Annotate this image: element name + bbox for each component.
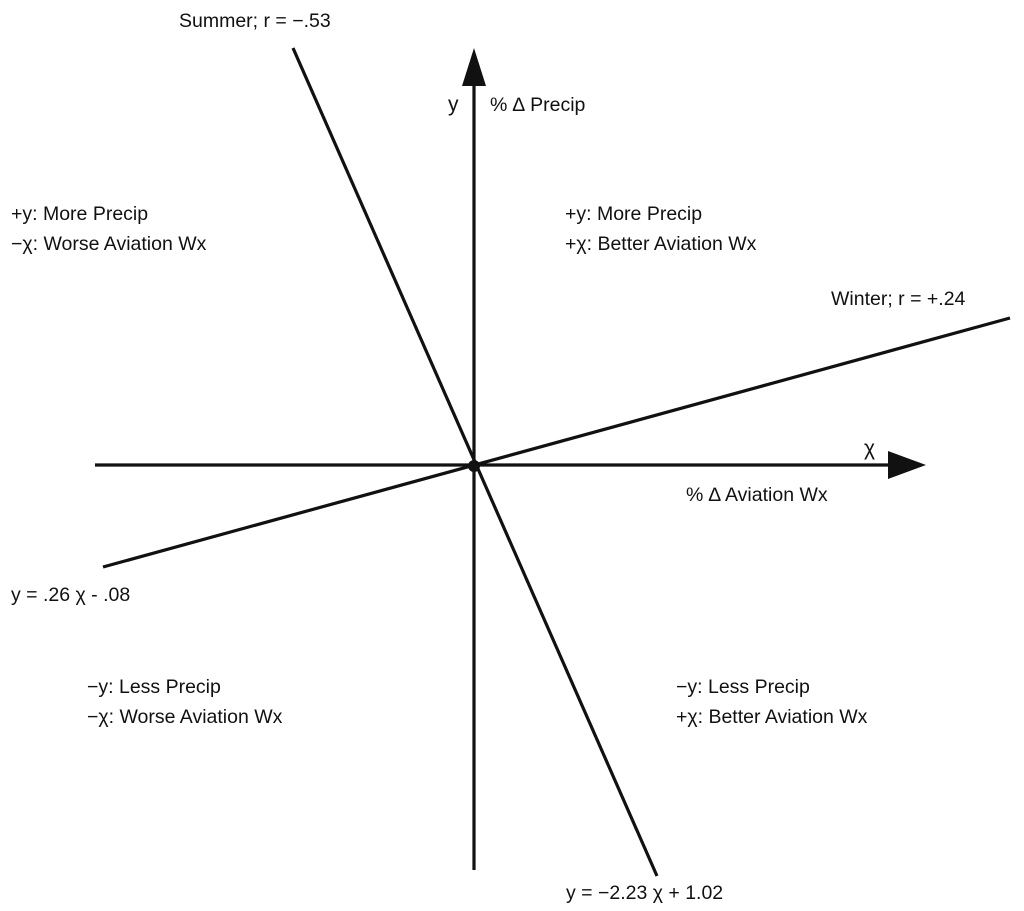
upper-left-quadrant-line1: +y: More Precip	[11, 203, 148, 225]
upper-left-quadrant-line2: −χ: Worse Aviation Wx	[11, 233, 207, 255]
x-axis-variable: χ	[864, 437, 875, 460]
lower-right-quadrant-line1: −y: Less Precip	[676, 676, 810, 698]
lower-left-quadrant-line2: −χ: Worse Aviation Wx	[87, 706, 283, 728]
x-axis-arrowhead	[888, 451, 926, 479]
winter-regression-line	[102, 316, 1011, 569]
upper-right-quadrant-line1: +y: More Precip	[565, 203, 702, 225]
lower-right-quadrant-line2: +χ: Better Aviation Wx	[676, 706, 868, 728]
winter-equation: y = .26 χ - .08	[11, 584, 130, 606]
winter-label: Winter; r = +.24	[831, 288, 966, 310]
y-axis-arrowhead	[462, 48, 486, 86]
lower-left-quadrant-line1: −y: Less Precip	[87, 676, 221, 698]
x-axis-label: % ∆ Aviation Wx	[686, 484, 828, 506]
summer-equation: y = −2.23 χ + 1.02	[566, 882, 723, 904]
upper-right-quadrant-line2: +χ: Better Aviation Wx	[565, 233, 757, 255]
origin-point	[468, 460, 480, 472]
y-axis-variable: y	[448, 93, 459, 116]
summer-label: Summer; r = −.53	[179, 10, 331, 32]
y-axis-label: % ∆ Precip	[490, 94, 586, 116]
